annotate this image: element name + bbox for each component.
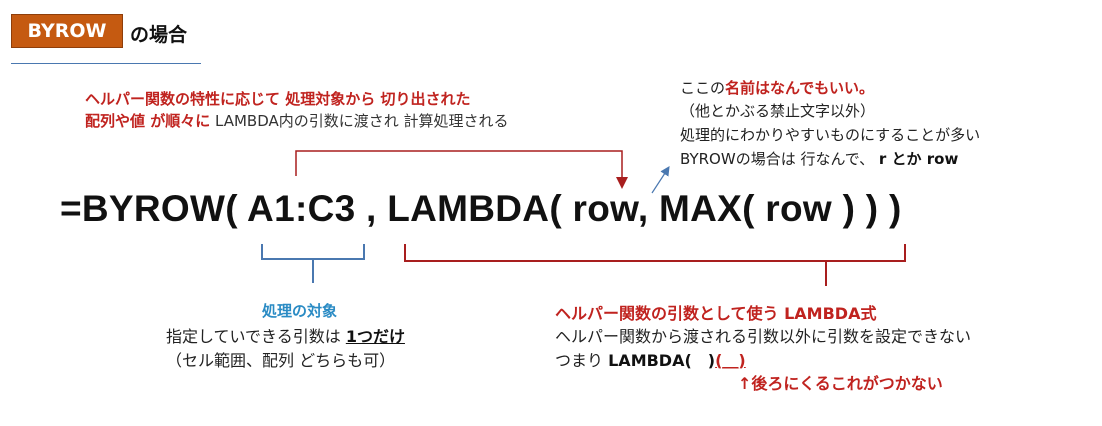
- top-right-annotation-line4: BYROWの場合は 行なんで、 r とか row: [680, 148, 958, 169]
- title-badge: BYROW: [11, 14, 123, 48]
- lambda-annotation-line3: つまり LAMBDA( )(＿): [555, 347, 746, 371]
- top-red-connector: [295, 150, 628, 189]
- top-left-annotation-line2: 配列や値 が順々に LAMBDA内の引数に渡され 計算処理される: [85, 110, 509, 131]
- title-underline: [11, 63, 201, 64]
- name-pointer-arrow: [651, 165, 670, 194]
- top-right-annotation-line3: 処理的にわかりやすいものにすることが多い: [680, 126, 981, 144]
- top-right-annotation-line1: ここの名前はなんでもいい。: [680, 77, 874, 98]
- lambda-line3-bold: LAMBDA( ): [608, 351, 716, 370]
- target-line2-prefix: 指定していできる引数は: [166, 327, 346, 346]
- top-right-line4-bold: r とか row: [878, 150, 959, 168]
- target-annotation-line3: （セル範囲、配列 どちらも可）: [166, 351, 396, 370]
- lambda-annotation-title: ヘルパー関数の引数として使う LAMBDA式: [555, 304, 877, 323]
- lambda-annotation-line2: ヘルパー関数から渡される引数以外に引数を設定できない: [555, 327, 972, 346]
- lambda-annotation-line4: ↑後ろにくるこれがつかない: [738, 374, 943, 393]
- title-badge-label: BYROW: [27, 20, 107, 42]
- target-annotation-line2: 指定していできる引数は 1つだけ: [166, 323, 405, 347]
- lambda-bracket: [404, 244, 906, 286]
- lambda-line3-red: (＿): [715, 351, 746, 370]
- formula-text: =BYROW( A1:C3 , LAMBDA( row, MAX( row ) …: [60, 188, 902, 229]
- top-left-annotation-bold: 配列や値 が順々に: [85, 112, 211, 130]
- top-right-line1-prefix: ここの: [680, 79, 726, 97]
- target-line2-underlined: 1つだけ: [345, 327, 405, 346]
- top-left-annotation-normal: LAMBDA内の引数に渡され 計算処理される: [215, 112, 509, 130]
- lambda-line3-prefix: つまり: [555, 351, 604, 370]
- top-right-annotation-line2: （他とかぶる禁止文字以外）: [680, 102, 876, 120]
- top-right-line1-bold: 名前はなんでもいい。: [725, 79, 874, 97]
- title-suffix: の場合: [130, 24, 188, 46]
- target-bracket: [261, 244, 365, 283]
- top-left-annotation-line1: ヘルパー関数の特性に応じて 処理対象から 切り出された: [85, 90, 471, 108]
- target-annotation-title: 処理の対象: [262, 302, 338, 320]
- top-right-line4-prefix: BYROWの場合は 行なんで、: [680, 150, 875, 168]
